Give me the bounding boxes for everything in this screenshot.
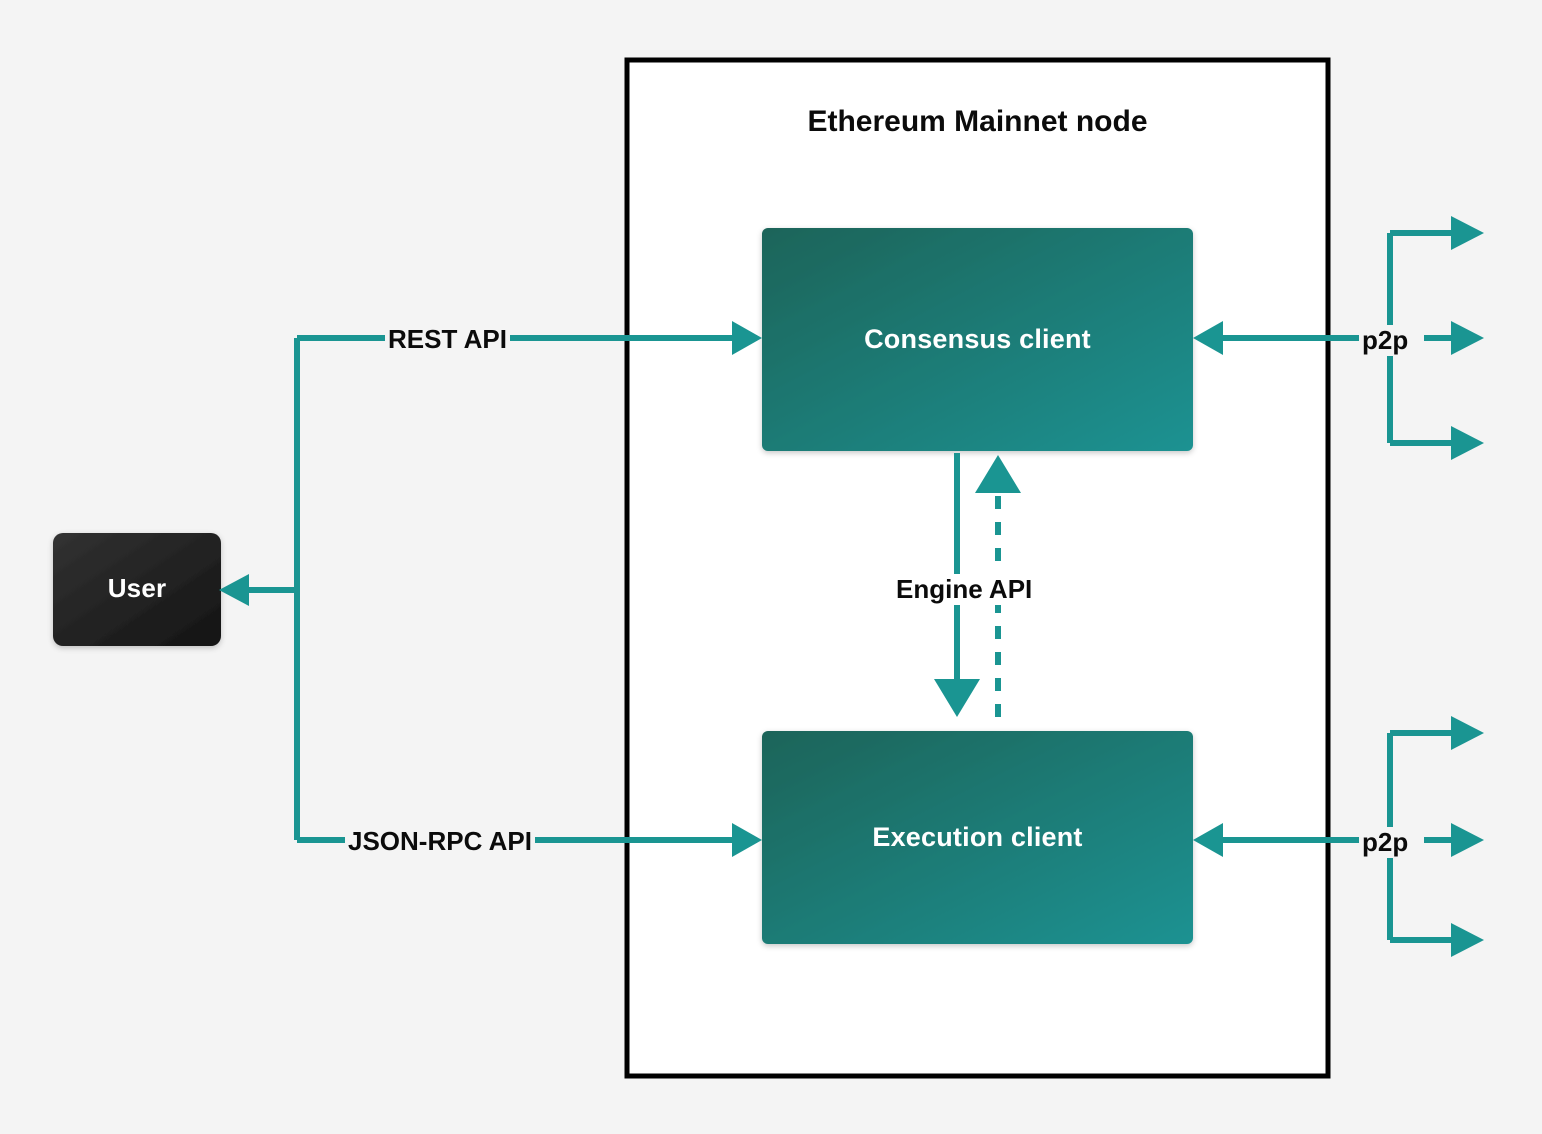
engine-api-up-arrowhead-icon <box>975 455 1021 493</box>
p2p-consensus-inbound-arrowhead-icon <box>1193 321 1223 355</box>
p2p-consensus-peer-mid-arrowhead-icon <box>1451 321 1484 355</box>
rest-api-arrowhead-icon <box>732 321 762 355</box>
json-rpc-api-arrowhead-icon <box>732 823 762 857</box>
user-box[interactable] <box>53 533 221 646</box>
engine-api-edge-label: Engine API <box>893 574 1036 605</box>
p2p-execution-edge-label: p2p <box>1359 827 1412 858</box>
p2p-execution-peer-bottom-arrowhead-icon <box>1451 923 1484 957</box>
p2p-consensus-peer-bottom-arrowhead-icon <box>1451 426 1484 460</box>
p2p-execution-peer-mid-arrowhead-icon <box>1451 823 1484 857</box>
p2p-consensus-edge-label: p2p <box>1359 325 1412 356</box>
execution-client-box[interactable] <box>762 731 1193 944</box>
engine-api-down-edge <box>934 453 980 717</box>
p2p-execution-peer-top-arrowhead-icon <box>1451 716 1484 750</box>
p2p-consensus-peer-top-arrowhead-icon <box>1451 216 1484 250</box>
user-arrowhead-icon <box>219 574 249 606</box>
json-rpc-api-edge-label: JSON-RPC API <box>345 826 535 857</box>
rest-api-edge-label: REST API <box>385 324 510 355</box>
consensus-client-box[interactable] <box>762 228 1193 451</box>
engine-api-down-arrowhead-icon <box>934 679 980 717</box>
p2p-execution-inbound-arrowhead-icon <box>1193 823 1223 857</box>
